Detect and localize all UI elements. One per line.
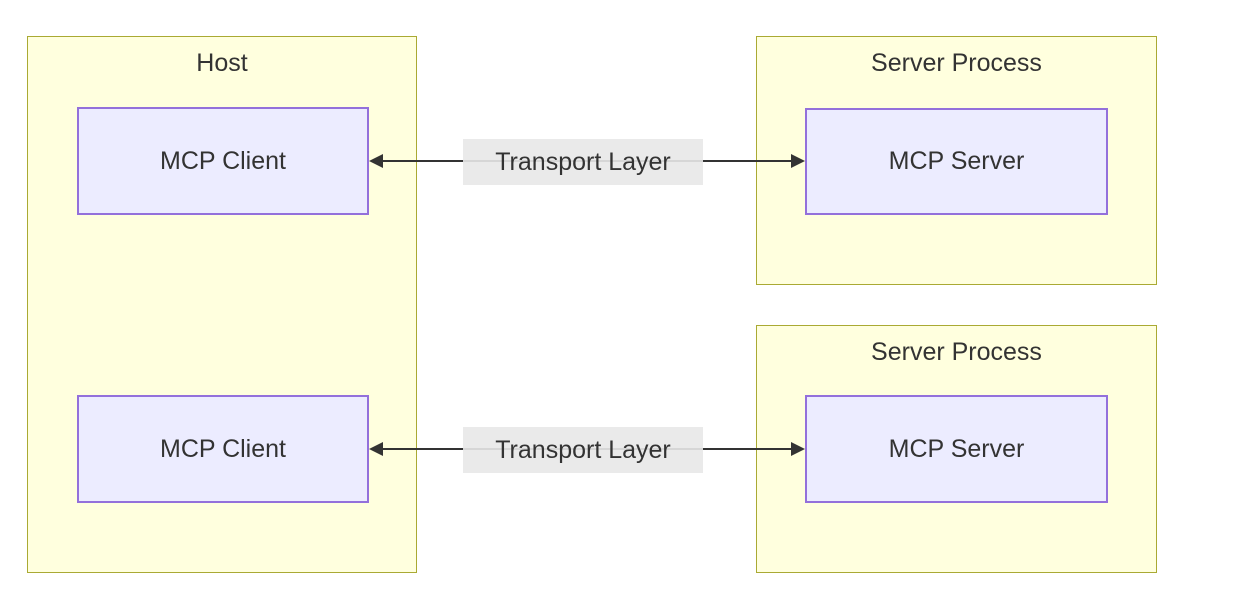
cluster-host-title: Host bbox=[196, 49, 248, 77]
arrowhead-right-icon bbox=[791, 154, 805, 168]
node-mcp-client-1: MCP Client bbox=[77, 107, 369, 215]
arrowhead-right-icon bbox=[791, 442, 805, 456]
node-mcp-client-1-label: MCP Client bbox=[160, 146, 286, 175]
arrowhead-left-icon bbox=[369, 154, 383, 168]
edge-transport-1-label: Transport Layer bbox=[463, 139, 703, 185]
node-mcp-server-1-label: MCP Server bbox=[888, 147, 1025, 175]
cluster-server-process-2-title: Server Process bbox=[871, 338, 1042, 366]
edge-transport-2-label: Transport Layer bbox=[463, 427, 703, 473]
cluster-server-process-1-title: Server Process bbox=[871, 49, 1042, 77]
node-mcp-server-2-label: MCP Server bbox=[888, 434, 1025, 463]
node-mcp-server-2: MCP Server bbox=[805, 395, 1108, 503]
node-mcp-client-2: MCP Client bbox=[77, 395, 369, 503]
node-mcp-client-2-label: MCP Client bbox=[160, 434, 286, 463]
node-mcp-server-1: MCP Server bbox=[805, 108, 1108, 215]
arrowhead-left-icon bbox=[369, 442, 383, 456]
